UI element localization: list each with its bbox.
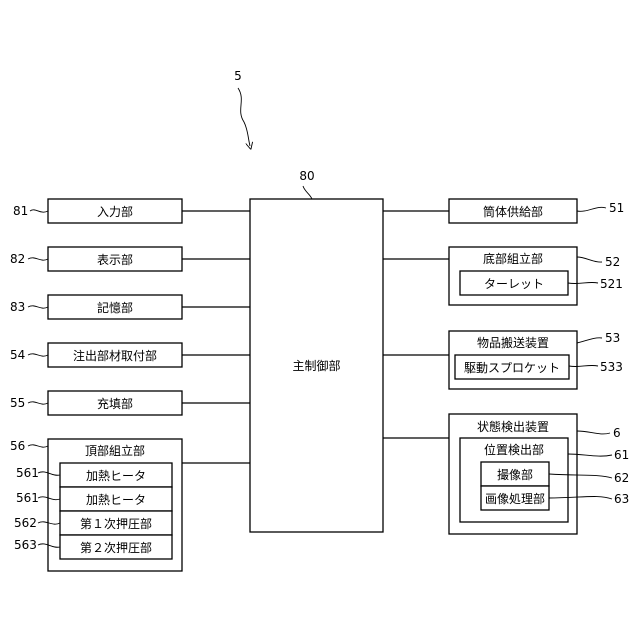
display-ref-leader (28, 258, 48, 260)
tube-supply-ref-leader (577, 207, 606, 211)
filling-ref-leader (28, 402, 48, 404)
input-ref: 81 (13, 204, 28, 218)
second-press-label: 第２次押圧部 (80, 540, 152, 555)
heater-2-label: 加熱ヒータ (86, 493, 146, 507)
second-press-ref: 563 (14, 538, 37, 552)
heater-1-label: 加熱ヒータ (86, 469, 146, 483)
image-processing-label: 画像処理部 (485, 491, 545, 506)
controller-ref: 80 (299, 169, 314, 183)
tube-supply-ref: 51 (609, 201, 624, 215)
memory-label: 記憶部 (97, 300, 133, 315)
tube-supply-label: 筒体供給部 (483, 204, 543, 219)
controller-label: 主制御部 (292, 358, 340, 373)
conveyor-label: 物品搬送装置 (477, 335, 549, 350)
figure-ref: 5 (234, 69, 242, 83)
filling-ref: 55 (10, 396, 25, 410)
position-detector-ref: 61 (614, 448, 629, 462)
spout-mount-label: 注出部材取付部 (73, 348, 157, 363)
turret-ref: 521 (600, 277, 623, 291)
input-label: 入力部 (97, 204, 133, 219)
imaging-ref: 62 (614, 471, 629, 485)
heater-2-ref: 561 (16, 491, 39, 505)
drive-sprocket-ref: 533 (600, 360, 623, 374)
bottom-assembly-ref: 52 (605, 255, 620, 269)
state-detector-ref: 6 (613, 426, 621, 440)
imaging-label: 撮像部 (497, 467, 533, 482)
spout-mount-ref-leader (28, 354, 48, 356)
state-detector-label: 状態検出装置 (477, 419, 549, 434)
conveyor-ref: 53 (605, 331, 620, 345)
top-assembly-ref: 56 (10, 439, 25, 453)
first-press-label: 第１次押圧部 (80, 516, 152, 531)
memory-ref: 83 (10, 300, 25, 314)
first-press-ref: 562 (14, 516, 37, 530)
image-processing-ref: 63 (614, 492, 629, 506)
conveyor-ref-leader (577, 338, 602, 343)
heater-1-ref: 561 (16, 466, 39, 480)
bottom-assembly-label: 底部組立部 (483, 251, 543, 266)
input-ref-leader (30, 210, 48, 212)
top-assembly-label: 頂部組立部 (85, 443, 145, 458)
bottom-assembly-ref-leader (577, 257, 602, 262)
figure-ref-arrow (238, 88, 250, 146)
drive-sprocket-label: 駆動スプロケット (464, 361, 560, 375)
state-detector-ref-leader (577, 431, 610, 434)
filling-label: 充填部 (97, 396, 133, 411)
display-ref: 82 (10, 252, 25, 266)
display-label: 表示部 (97, 252, 133, 267)
turret-label: ターレット (484, 277, 544, 291)
position-detector-label: 位置検出部 (484, 442, 544, 457)
memory-ref-leader (28, 306, 48, 308)
controller-ref-leader (303, 186, 312, 199)
spout-mount-ref: 54 (10, 348, 25, 362)
top-assembly-ref-leader (28, 445, 48, 447)
